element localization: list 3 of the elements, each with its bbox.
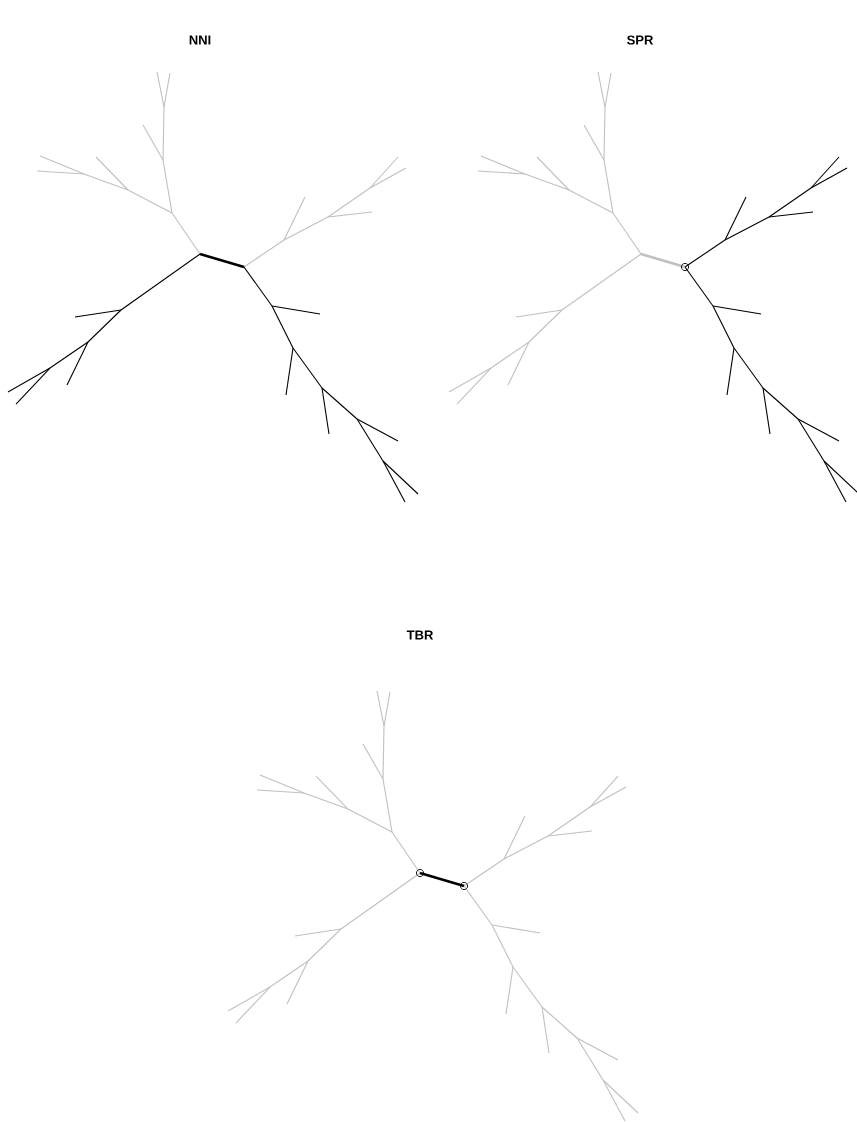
panel-title: NNI bbox=[189, 35, 211, 45]
panel-title: TBR bbox=[406, 630, 434, 640]
panel-title: SPR bbox=[627, 35, 654, 45]
